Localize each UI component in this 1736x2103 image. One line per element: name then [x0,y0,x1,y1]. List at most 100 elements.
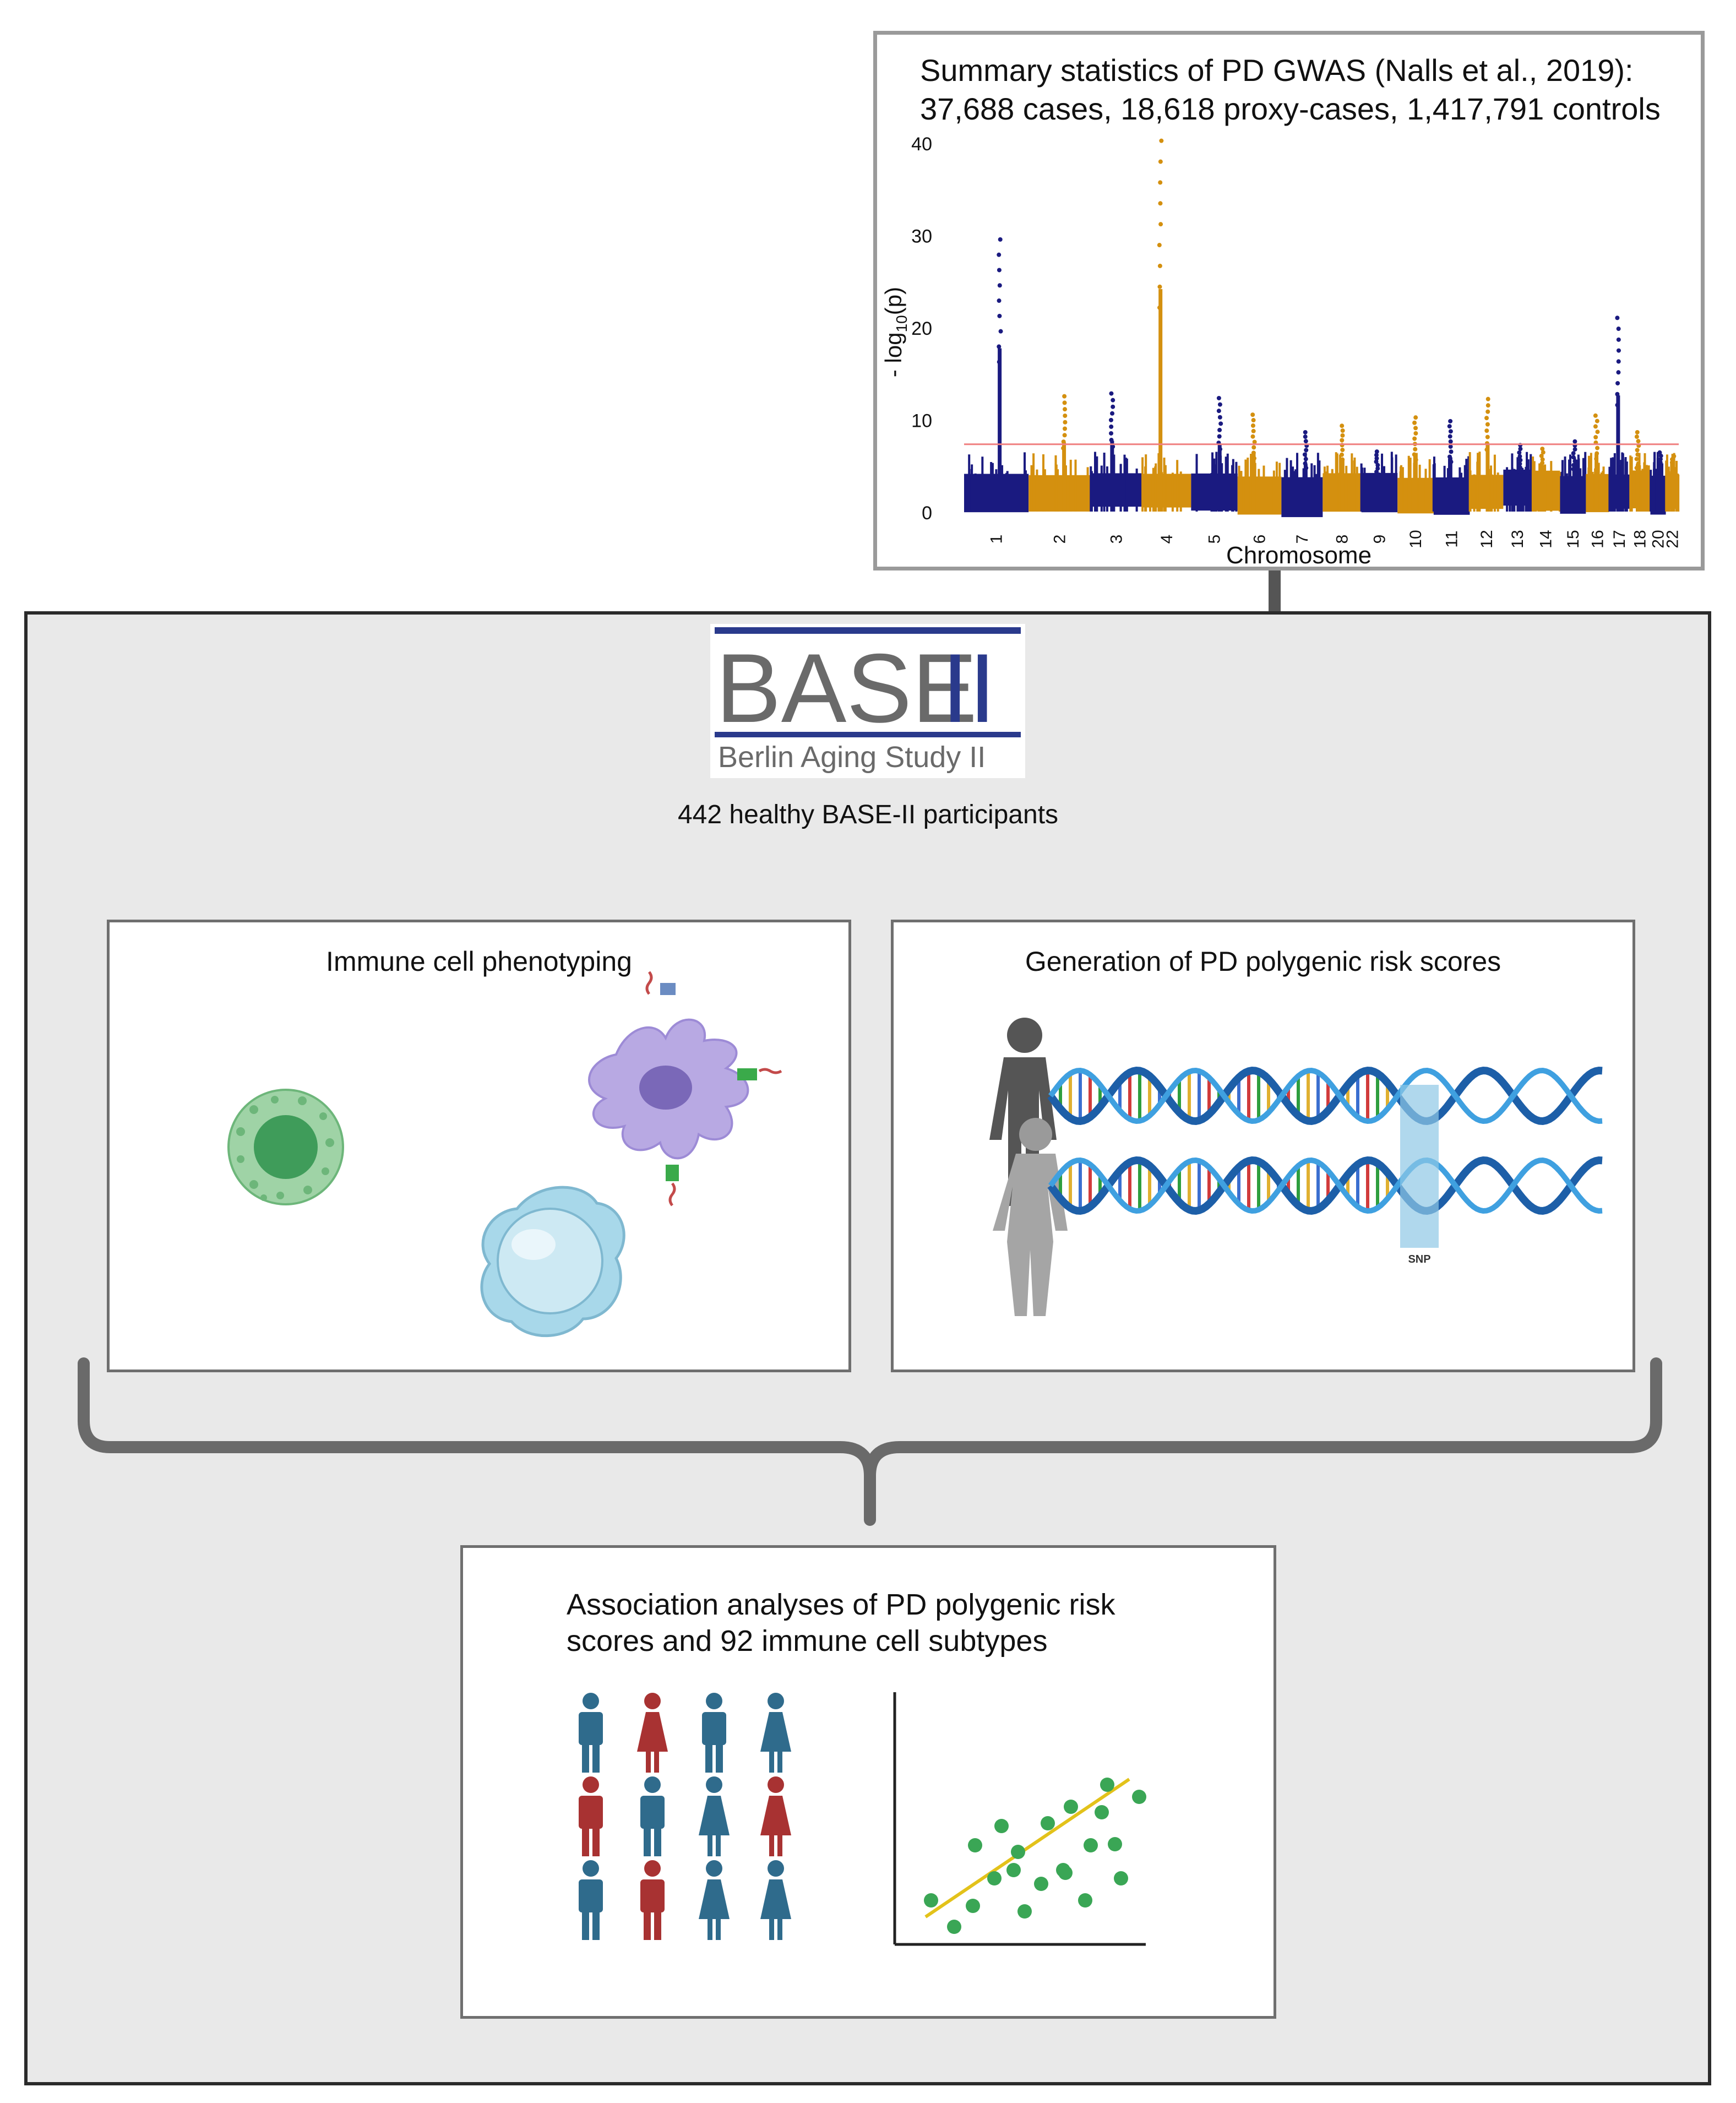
person-icon [699,1776,730,1856]
logo-text: BASE [716,633,977,743]
peak-point [1375,466,1380,471]
peak-point [1252,456,1257,461]
x-tick-label: 15 [1564,530,1582,548]
association-analysis-box: Association analyses of PD polygenic ris… [460,1545,1276,2019]
peak-point [1216,395,1221,400]
peak-point [1340,428,1345,433]
gwas-title-line1: Summary statistics of PD GWAS (Nalls et … [920,53,1634,88]
peak-point [1062,433,1067,438]
peak-point [1634,457,1639,461]
y-tick-label: 40 [911,134,932,155]
peak-point [1517,465,1522,470]
peak-point [1063,426,1068,431]
peak-point [1449,449,1454,454]
peak-point [997,283,1002,288]
scatter-dot [1114,1871,1128,1885]
peak-point [1413,458,1418,463]
peak-point [1158,159,1163,164]
peak-point [1449,459,1454,464]
peak-point [1376,476,1381,481]
peak-point [1540,457,1545,462]
peak-point [1616,370,1621,375]
scatter-dot [1108,1837,1122,1851]
peak-point [1616,327,1621,332]
x-tick-label: 22 [1663,530,1681,548]
peak-point [1250,412,1255,417]
x-tick-label: 16 [1588,530,1607,548]
peak-point [1658,460,1663,465]
peak-point [1375,472,1380,477]
peak-point [1572,447,1577,452]
peak-point [1595,430,1600,434]
peak-point [1540,475,1545,480]
peak-point [1108,417,1113,422]
scatter-dot [987,1871,1002,1885]
peak-point [1615,392,1620,396]
peak-point [1218,447,1223,452]
peak-point [1672,469,1677,474]
peak-point [1109,391,1114,396]
peak-point [1635,448,1640,453]
person-icon [637,1693,668,1773]
peak-point [1447,424,1452,429]
peak-point [1061,439,1066,444]
x-tick-label: 3 [1107,535,1125,544]
peak-point [1110,411,1115,416]
peak-point [1572,439,1577,444]
peak-point [1252,439,1257,444]
peak-point [1251,428,1256,433]
person-icon [579,1776,603,1856]
y-tick-label: 30 [911,226,932,247]
scatter-dot [1058,1866,1073,1880]
person-icon [702,1693,726,1773]
peak-point [1616,337,1621,342]
peak-point [1485,403,1490,408]
peak-point [1218,421,1223,426]
immune-phenotyping-box: Immune cell phenotyping [107,920,851,1372]
x-tick-label: 6 [1251,535,1269,544]
scatter-dot [1095,1805,1109,1819]
peak-point [1540,447,1545,452]
peak-point [1448,444,1453,449]
peak-point [1413,415,1418,420]
scatter-plot-icon [893,1692,1146,1946]
immune-title: Immune cell phenotyping [326,946,632,977]
y-tick-label: 10 [911,411,932,432]
peak-point [1374,453,1379,458]
peak-point [1541,471,1545,476]
blue-cell-icon [480,1186,625,1338]
scatter-dot [994,1819,1009,1833]
x-tick-label: 11 [1443,530,1461,547]
person-icon [640,1776,665,1856]
peak-point [1339,462,1344,467]
peak-point [1302,452,1307,457]
peak-point [1303,439,1308,444]
x-tick-label: 10 [1407,530,1425,548]
peak-point [1062,400,1067,405]
peak-point [1595,445,1600,450]
gwas-title-line2: 37,688 cases, 18,618 proxy-cases, 1,417,… [920,91,1661,126]
scatter-dot [1132,1790,1146,1804]
peak-point [1571,463,1576,468]
peak-point [1216,409,1221,414]
peak-point [998,237,1003,242]
peak-point [1448,429,1453,434]
peak-point [1159,138,1164,143]
scatter-dot [1017,1904,1032,1919]
peak-point [1658,470,1663,475]
peak-point [1541,450,1545,455]
peak-point [1594,457,1599,461]
peak-point [1484,447,1489,452]
peak-point [1669,460,1674,465]
peak-point [1634,465,1639,470]
scatter-dot [1078,1893,1092,1908]
x-tick-label: 13 [1509,530,1527,548]
peak-point [1484,428,1489,433]
scatter-dot [1100,1778,1114,1792]
peak-point [1516,472,1521,477]
peak-point [1109,424,1114,429]
snp-label: SNP [1408,1253,1430,1265]
assoc-title-line2: scores and 92 immune cell subtypes [567,1624,1048,1658]
peak-point [1250,423,1255,428]
